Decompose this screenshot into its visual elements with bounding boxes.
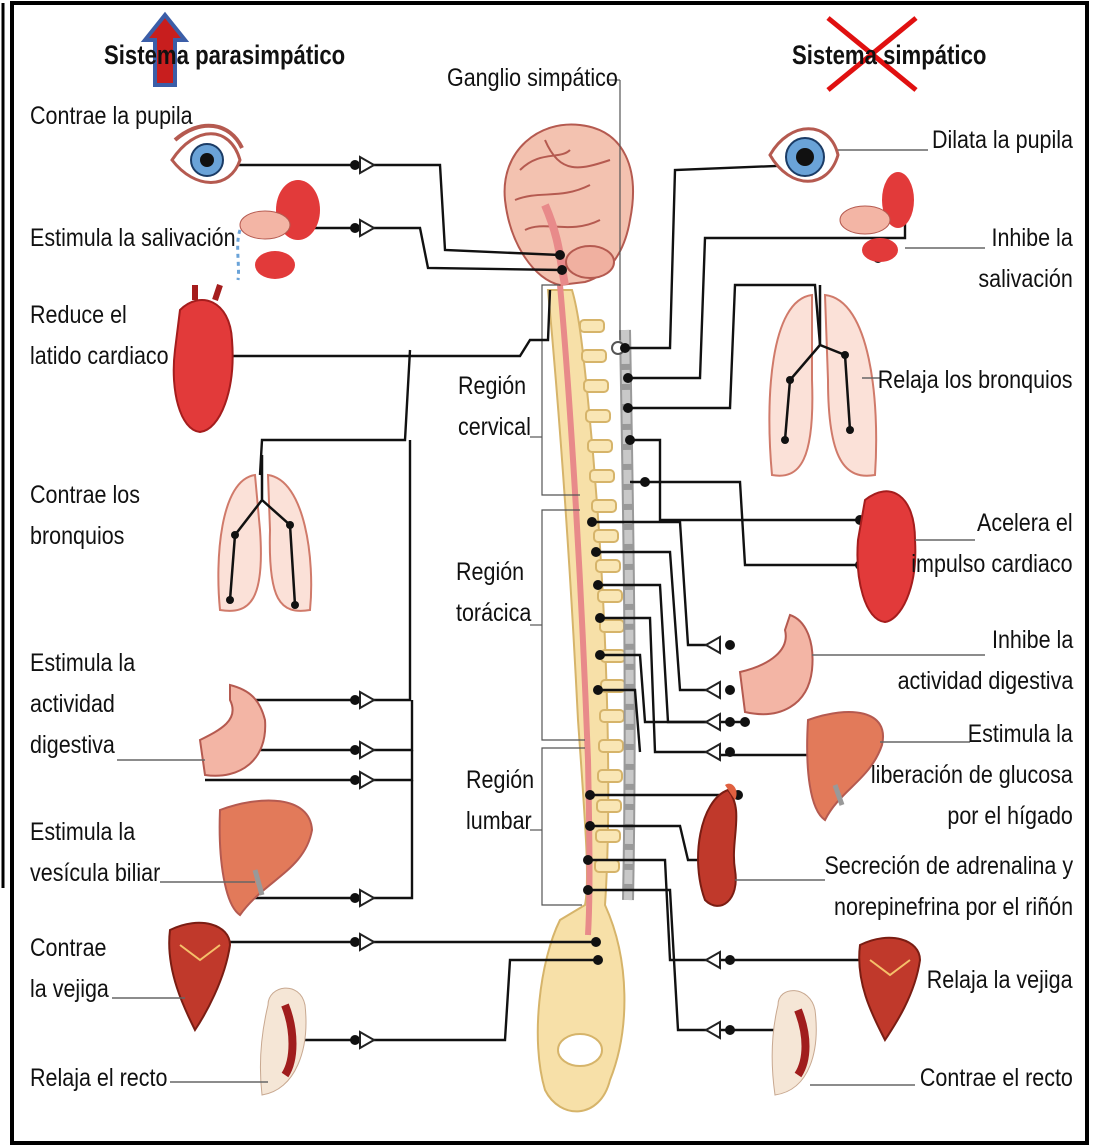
right-eye	[770, 129, 838, 182]
brain	[505, 124, 633, 285]
left-salivary-gland	[238, 180, 320, 280]
left-heart	[174, 285, 233, 432]
left-lungs	[218, 455, 311, 611]
right-salivary-gland	[840, 172, 914, 262]
ganglion-label: Ganglio simpático	[447, 58, 618, 99]
left-stomach	[200, 685, 265, 776]
right-rectum	[772, 991, 816, 1095]
para-saliva-label: Estimula la salivación	[30, 218, 236, 259]
symp-rectum-label: Contrae el recto	[920, 1058, 1073, 1099]
sympathetic-title: Sistema simpático	[792, 40, 986, 71]
parasympathetic-nerves	[195, 165, 598, 1040]
right-heart	[857, 491, 915, 622]
right-bladder	[859, 938, 920, 1040]
sympathetic-chain	[625, 330, 630, 900]
symp-bronchi-label: Relaja los bronquios	[878, 360, 1073, 401]
para-rectum-label: Relaja el recto	[30, 1058, 167, 1099]
right-kidney	[698, 784, 737, 906]
right-stomach	[740, 615, 813, 714]
symp-bladder-label: Relaja la vejiga	[927, 960, 1073, 1001]
para-pupil-label: Contrae la pupila	[30, 96, 193, 137]
symp-pupil-label: Dilata la pupila	[932, 120, 1073, 161]
parasympathetic-title: Sistema parasimpático	[104, 40, 345, 71]
right-lungs	[769, 285, 876, 476]
left-rectum	[260, 988, 306, 1095]
left-bladder	[169, 923, 230, 1030]
spine	[538, 285, 625, 1111]
